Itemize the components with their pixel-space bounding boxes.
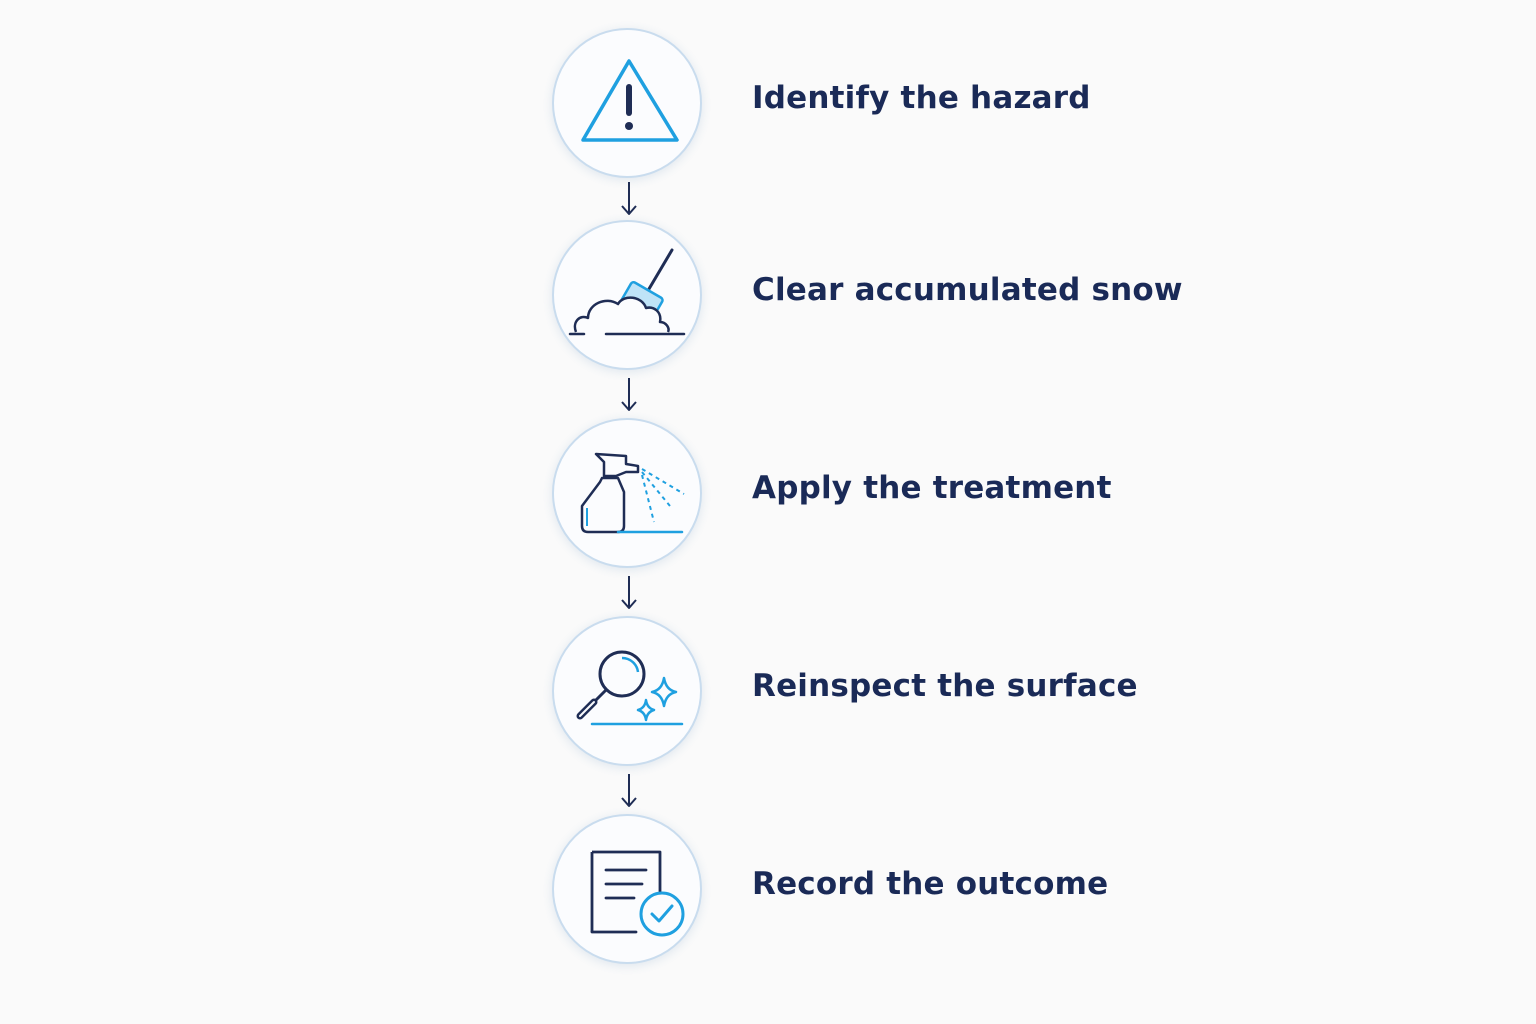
step-label: Apply the treatment xyxy=(752,470,1112,506)
step-label: Reinspect the surface xyxy=(752,668,1138,704)
step-label: Clear accumulated snow xyxy=(752,272,1183,308)
step-label: Record the outcome xyxy=(752,866,1109,902)
step-label: Identify the hazard xyxy=(752,80,1091,116)
step-node xyxy=(552,814,702,964)
arrow-down-icon xyxy=(621,182,637,215)
spray-bottle-icon xyxy=(580,452,685,534)
step-identify-hazard: Identify the hazard xyxy=(552,28,1252,182)
step-reinspect-surface: Reinspect the surface xyxy=(552,616,1252,770)
step-node xyxy=(552,418,702,568)
snow-shovel-icon xyxy=(568,248,686,336)
document-check-icon xyxy=(590,850,685,937)
step-node xyxy=(552,616,702,766)
step-record-outcome: Record the outcome xyxy=(552,814,1252,968)
step-node xyxy=(552,28,702,178)
warning-triangle-icon xyxy=(581,59,679,142)
step-node xyxy=(552,220,702,370)
arrow-down-icon xyxy=(621,576,637,609)
arrow-down-icon xyxy=(621,378,637,411)
step-apply-treatment: Apply the treatment xyxy=(552,418,1252,572)
magnifier-sparkle-icon xyxy=(576,650,684,726)
step-clear-snow: Clear accumulated snow xyxy=(552,220,1252,374)
arrow-down-icon xyxy=(621,774,637,807)
